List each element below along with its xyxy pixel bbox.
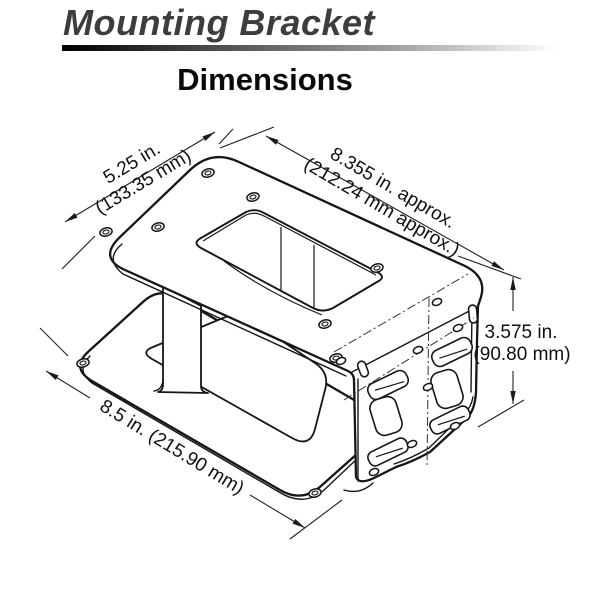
- section-heading: Dimensions: [177, 62, 353, 97]
- panel-slots: [366, 336, 474, 467]
- page-title: Mounting Bracket: [63, 2, 376, 43]
- gradient-rule: [62, 45, 557, 51]
- side-panel: [333, 273, 479, 477]
- web-seen-through: [223, 227, 323, 316]
- dim-height-label: 3.575 in. (90.80 mm): [473, 322, 570, 365]
- dim-height-line2: (90.80 mm): [473, 344, 570, 365]
- bottom-plate-hole: [76, 358, 322, 498]
- dim-height-line1: 3.575 in.: [485, 322, 558, 343]
- web-column: [153, 285, 209, 394]
- panel-holes: [335, 297, 464, 477]
- top-plate-holes: [99, 168, 384, 363]
